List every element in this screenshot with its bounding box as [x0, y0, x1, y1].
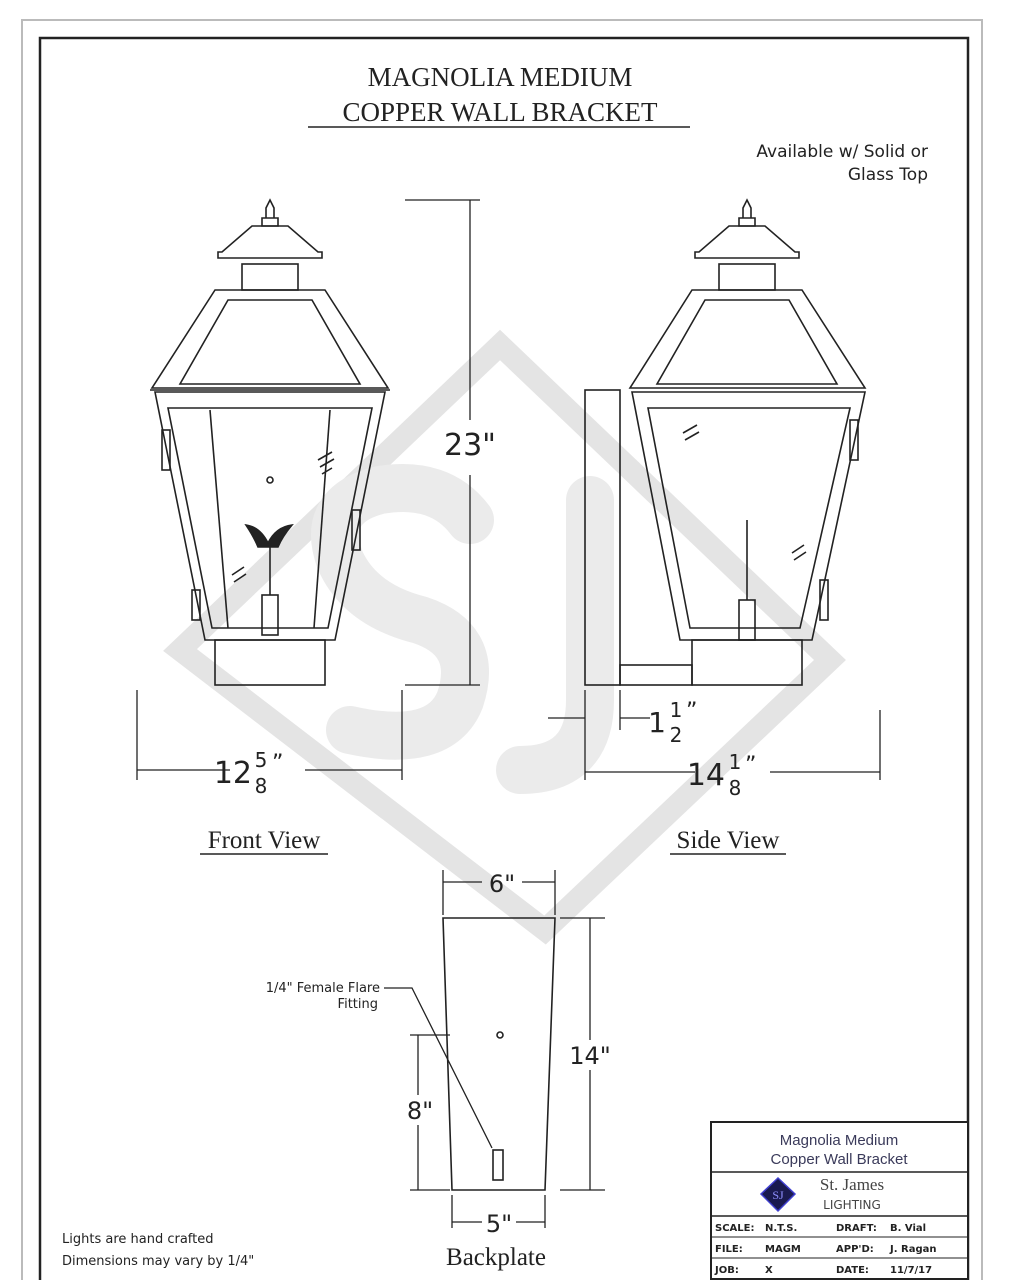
callout-line2: Fitting	[338, 997, 378, 1012]
dim-backplate-bottom: 5"	[486, 1210, 512, 1238]
dim-side-width-den: 8	[729, 776, 742, 800]
dim-side-inch-mark: ”	[745, 753, 756, 778]
tb-product-line1: Magnolia Medium	[780, 1132, 898, 1149]
tb-date-label: DATE:	[836, 1265, 869, 1276]
sheet-border	[38, 36, 970, 1280]
tb-product-line2: Copper Wall Bracket	[771, 1151, 909, 1168]
title-line1: MAGNOLIA MEDIUM	[368, 62, 633, 92]
label-backplate: Backplate	[446, 1244, 546, 1271]
page-edge	[21, 19, 983, 1280]
tb-job-label: JOB:	[714, 1265, 739, 1276]
note-top-line1: Available w/ Solid or	[756, 142, 928, 162]
note-line1: Lights are hand crafted	[62, 1232, 214, 1247]
logo-text: SJ	[772, 1188, 784, 1202]
dim-front-width-num: 5	[255, 748, 268, 772]
tb-date-value: 11/7/17	[890, 1265, 932, 1276]
dim-offset-num: 1	[670, 698, 683, 722]
tb-file-value: MAGM	[765, 1244, 801, 1255]
dim-side-width-whole: 14	[687, 758, 725, 793]
title-block: Magnolia Medium Copper Wall Bracket SJ S…	[710, 1121, 969, 1280]
dim-fitting-height: 8"	[407, 1097, 433, 1125]
dim-front-inch-mark: ”	[272, 751, 283, 776]
dimension-lines	[136, 199, 881, 1228]
tb-company-sub: LIGHTING	[823, 1198, 881, 1212]
side-view-lantern	[584, 198, 867, 686]
title-line2: COPPER WALL BRACKET	[342, 97, 658, 127]
callout-line1: 1/4" Female Flare	[266, 981, 380, 996]
dim-offset: 1 1 2 ”	[648, 698, 697, 747]
dim-front-width-whole: 12	[214, 756, 252, 791]
dim-side-width-num: 1	[729, 750, 742, 774]
dim-front-width-den: 8	[255, 774, 268, 798]
watermark-logo	[163, 329, 846, 945]
dim-offset-den: 2	[670, 723, 683, 747]
st-james-logo: SJ	[759, 1176, 797, 1213]
dim-backplate-top: 6"	[489, 870, 515, 898]
tb-draft-value: B. Vial	[890, 1223, 926, 1234]
tb-scale-label: SCALE:	[715, 1223, 754, 1234]
tb-scale-value: N.T.S.	[765, 1223, 797, 1234]
backplate-drawing	[442, 917, 556, 1191]
note-top-line2: Glass Top	[848, 165, 928, 185]
tb-appd-label: APP'D:	[836, 1244, 874, 1255]
tb-company: St. James	[820, 1175, 884, 1194]
front-view-lantern	[150, 198, 390, 686]
dim-backplate-height: 14"	[569, 1042, 611, 1070]
dim-offset-whole: 1	[648, 706, 666, 739]
dim-offset-inch-mark: ”	[686, 699, 697, 724]
note-line2: Dimensions may vary by 1/4"	[62, 1254, 254, 1269]
label-side-view: Side View	[677, 827, 780, 854]
dim-height: 23"	[444, 428, 496, 463]
label-front-view: Front View	[208, 827, 321, 854]
tb-job-value: X	[765, 1265, 773, 1276]
dim-side-width: 14 1 8 ”	[687, 750, 757, 800]
dim-front-width: 12 5 8 ”	[214, 748, 284, 798]
tb-appd-value: J. Ragan	[889, 1244, 936, 1255]
tb-draft-label: DRAFT:	[836, 1223, 877, 1234]
tb-file-label: FILE:	[715, 1244, 743, 1255]
